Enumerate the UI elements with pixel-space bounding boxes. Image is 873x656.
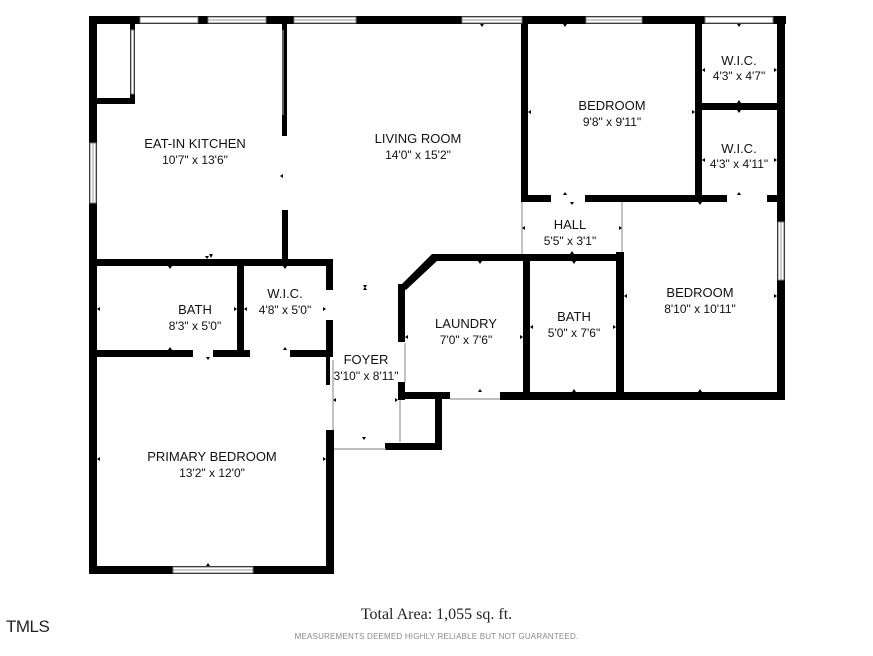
room-wic-mid: W.I.C. 4'3" x 4'11" — [710, 141, 768, 171]
room-dimensions: 4'3" x 4'11" — [710, 157, 768, 171]
room-eat-in-kitchen: EAT-IN KITCHEN 10'7" x 13'6" — [144, 136, 246, 167]
room-dimensions: 4'3" x 4'7" — [713, 69, 765, 83]
room-hall: HALL 5'5" x 3'1" — [544, 217, 596, 248]
room-bath-right: BATH 5'0" x 7'6" — [548, 309, 600, 340]
room-name: W.I.C. — [721, 141, 756, 156]
room-dimensions: 8'10" x 10'11" — [664, 302, 736, 316]
dimension-markers — [97, 24, 777, 566]
room-dimensions: 4'8" x 5'0" — [259, 303, 311, 317]
room-dimensions: 8'3" x 5'0" — [169, 319, 221, 333]
room-dimensions: 10'7" x 13'6" — [162, 153, 228, 167]
disclaimer: MEASUREMENTS DEEMED HIGHLY RELIABLE BUT … — [294, 632, 579, 641]
room-primary-bedroom: PRIMARY BEDROOM 13'2" x 12'0" — [147, 449, 277, 480]
total-area: Total Area: 1,055 sq. ft. — [360, 606, 513, 623]
room-name: PRIMARY BEDROOM — [147, 449, 277, 464]
room-dimensions: 3'10" x 8'11" — [334, 369, 399, 383]
room-name: FOYER — [344, 352, 389, 367]
room-dimensions: 14'0" x 15'2" — [385, 148, 451, 162]
room-name: LAUNDRY — [435, 316, 497, 331]
room-foyer: FOYER 3'10" x 8'11" — [334, 352, 399, 383]
walls — [89, 16, 786, 574]
room-living-room: LIVING ROOM 14'0" x 15'2" — [375, 131, 462, 162]
room-bedroom-top: BEDROOM 9'8" x 9'11" — [578, 98, 645, 129]
room-laundry: LAUNDRY 7'0" x 7'6" — [435, 316, 497, 347]
room-name: BATH — [178, 302, 212, 317]
room-wic-top: W.I.C. 4'3" x 4'7" — [713, 53, 765, 83]
room-bath-left: BATH 8'3" x 5'0" — [169, 302, 221, 333]
room-dimensions: 7'0" x 7'6" — [440, 333, 492, 347]
room-dimensions: 5'0" x 7'6" — [548, 326, 600, 340]
room-name: EAT-IN KITCHEN — [144, 136, 246, 151]
doors — [193, 30, 767, 450]
room-wic-left: W.I.C. 4'8" x 5'0" — [259, 286, 311, 317]
room-dimensions: 9'8" x 9'11" — [583, 115, 641, 129]
room-name: W.I.C. — [267, 286, 302, 301]
tmls-logo: TMLS — [6, 617, 50, 636]
room-bedroom-right: BEDROOM 8'10" x 10'11" — [664, 285, 736, 316]
room-name: W.I.C. — [721, 53, 756, 68]
room-name: BATH — [557, 309, 591, 324]
windows — [89, 16, 785, 574]
room-name: BEDROOM — [578, 98, 645, 113]
room-dimensions: 13'2" x 12'0" — [179, 466, 245, 480]
room-name: LIVING ROOM — [375, 131, 462, 146]
room-name: HALL — [554, 217, 587, 232]
room-dimensions: 5'5" x 3'1" — [544, 234, 596, 248]
room-name: BEDROOM — [666, 285, 733, 300]
